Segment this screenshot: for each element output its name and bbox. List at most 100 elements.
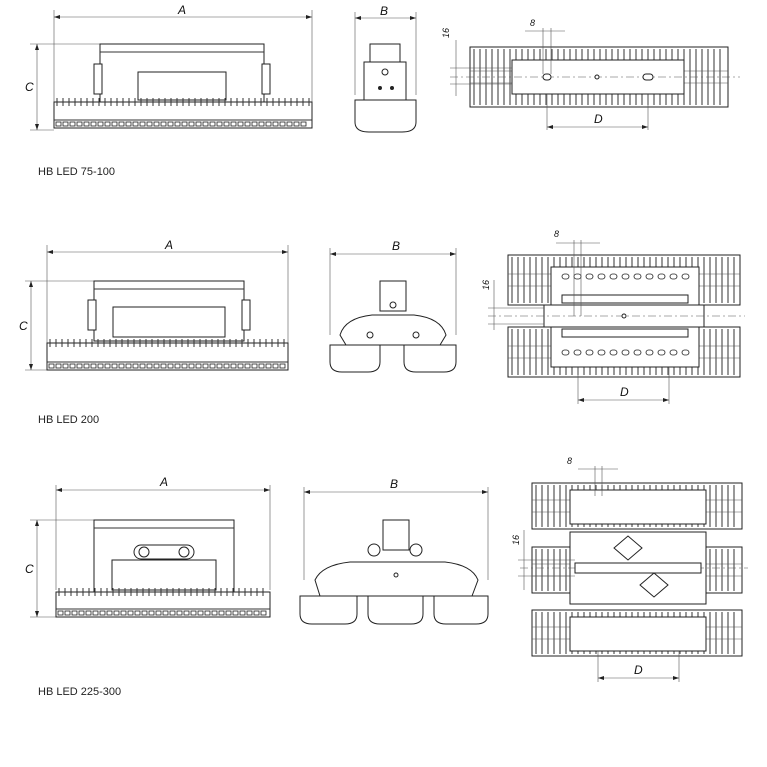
fin-slot [244,121,251,127]
fin-slot [190,610,197,616]
fin-slot [251,121,258,127]
fin-slot [78,610,85,616]
fin-slot [244,363,251,369]
fin-slot [181,121,188,127]
fin-slot [272,121,279,127]
fin-slot [125,121,132,127]
fin-slot [76,363,83,369]
fin-slot [167,363,174,369]
fin-slot [279,121,286,127]
fin-slot [183,610,190,616]
fin-slot [62,121,69,127]
fin-slot [106,610,113,616]
fin-slot [55,121,62,127]
row2-front-view: A C [19,238,289,371]
fin-slot [118,363,125,369]
row2-side-view: B [329,239,457,373]
fin-slot [76,121,83,127]
fin-slot [118,121,125,127]
fin-slot [120,610,127,616]
fin-slot [69,121,76,127]
vent-slot [585,273,594,280]
fin-slot [141,610,148,616]
fin-slot [83,363,90,369]
vent-slot [621,273,630,280]
vent-slot [609,349,618,356]
vent-slot [645,273,654,280]
fin-slot [202,363,209,369]
row2-dim-c: C [19,319,28,333]
fin-slot [71,610,78,616]
vent-slot [573,349,582,356]
row1-side-view: B [354,4,417,133]
row3-dim-d: D [634,663,643,677]
row3-dim-a: A [159,475,168,489]
fin-slot [104,121,111,127]
fin-slot [188,363,195,369]
fin-slot [146,363,153,369]
fin-slot [265,363,272,369]
fin-slot [127,610,134,616]
row2-dim-h: 16 [481,280,491,290]
row1-dim-b: B [380,4,388,18]
fin-slot [48,363,55,369]
fin-slot [225,610,232,616]
fin-slot [169,610,176,616]
vent-slot [681,273,690,280]
fin-slot [83,121,90,127]
fin-slot [90,363,97,369]
fin-slot [155,610,162,616]
row3-dim-b: B [390,477,398,491]
fin-slot [92,610,99,616]
model-label-200: HB LED 200 [38,414,100,426]
fin-slot [167,121,174,127]
row1-dim-w: 8 [530,18,535,28]
row3-front-view: A C [25,475,271,618]
row2-dim-b: B [392,239,400,253]
model-label-225-300: HB LED 225-300 [38,686,122,698]
vent-slot [621,349,630,356]
row1-dim-c: C [25,80,34,94]
fin-slot [69,363,76,369]
fin-slot [286,121,293,127]
row3-dim-h: 16 [511,535,521,545]
fin-slot [216,121,223,127]
fin-slot [265,121,272,127]
fin-slot [132,121,139,127]
row3-dim-c: C [25,562,34,576]
vent-slot [657,273,666,280]
fin-slot [160,363,167,369]
fin-slot [232,610,239,616]
vent-slot [561,273,570,280]
row1-top-view: 8 16 D [441,18,740,130]
fin-slot [64,610,71,616]
model-label-75-100: HB LED 75-100 [38,166,116,178]
fin-slot [237,121,244,127]
vent-slot [585,349,594,356]
vent-slot [597,273,606,280]
fin-slot [223,121,230,127]
vent-slot [681,349,690,356]
fin-slot [188,121,195,127]
row2-dim-w: 8 [554,229,559,239]
fin-slot [258,363,265,369]
row1-dim-d: D [594,112,603,126]
fin-slot [197,610,204,616]
fin-slot [62,363,69,369]
fin-slot [253,610,260,616]
fin-slot [195,121,202,127]
vent-slot [561,349,570,356]
fin-slot [146,121,153,127]
fin-slot [174,121,181,127]
fin-slot [97,363,104,369]
fin-slot [204,610,211,616]
fin-slot [223,363,230,369]
fin-slot [202,121,209,127]
fin-slot [239,610,246,616]
fin-slot [230,363,237,369]
fin-slot [125,363,132,369]
fin-slot [246,610,253,616]
fin-slot [139,121,146,127]
row1-dim-h: 16 [441,28,451,38]
vent-slot [657,349,666,356]
